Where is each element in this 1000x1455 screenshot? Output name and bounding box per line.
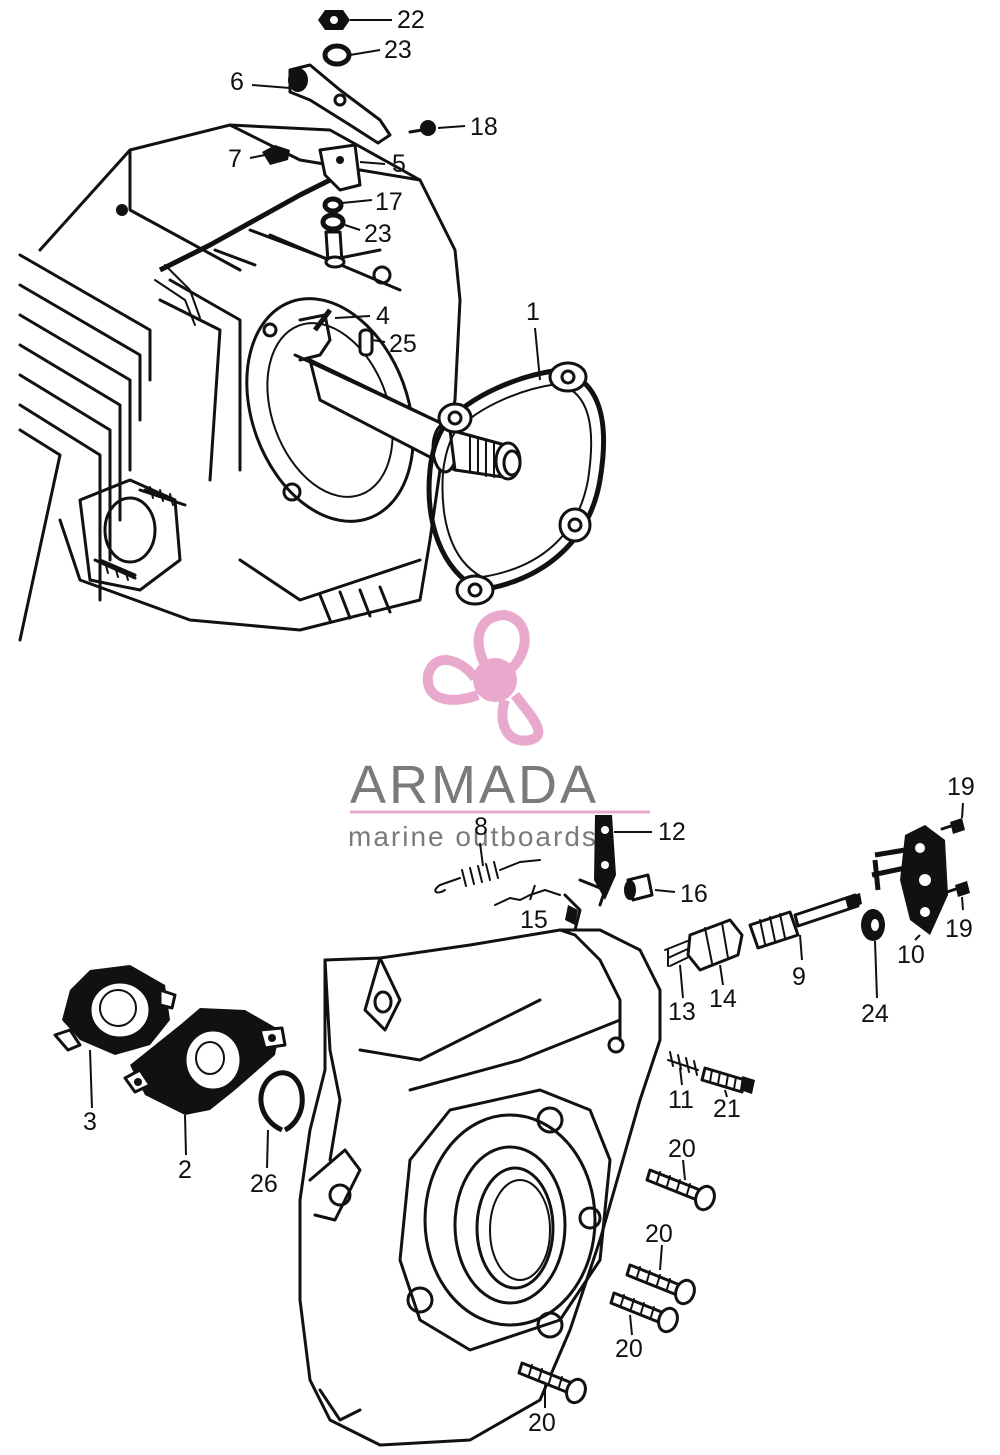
engine-block xyxy=(18,123,522,642)
callout-12: 12 xyxy=(658,818,686,846)
callout-20: 20 xyxy=(668,1135,696,1163)
gasket-part-1 xyxy=(426,361,607,606)
callout-17: 17 xyxy=(375,188,403,216)
part-26-circlip xyxy=(258,1070,305,1133)
callout-13: 13 xyxy=(668,998,696,1026)
screws-part-20 xyxy=(517,1168,716,1405)
callout-23: 23 xyxy=(364,220,392,248)
callout-7: 7 xyxy=(228,145,242,173)
callout-3: 3 xyxy=(83,1108,97,1136)
throttle-spring-group xyxy=(434,815,654,932)
callout-1: 1 xyxy=(526,298,540,326)
housing-cover xyxy=(298,928,662,1447)
callout-labels: 22 23 6 18 7 5 17 23 4 25 1 8 12 15 16 1… xyxy=(83,6,975,1437)
callout-14: 14 xyxy=(709,985,737,1013)
callout-20: 20 xyxy=(528,1409,556,1437)
leader-lines xyxy=(89,19,964,1408)
callout-16: 16 xyxy=(680,880,708,908)
callout-19: 19 xyxy=(945,915,973,943)
brand-tagline: marine outboards xyxy=(348,821,598,852)
brand-name: ARMADA xyxy=(350,755,599,815)
callout-2: 2 xyxy=(178,1156,192,1184)
callout-20: 20 xyxy=(615,1335,643,1363)
callout-21: 21 xyxy=(713,1095,741,1123)
callout-6: 6 xyxy=(230,68,244,96)
callout-24: 24 xyxy=(861,1000,889,1028)
armada-logo: ARMADA marine outboards xyxy=(348,609,650,852)
callout-19: 19 xyxy=(947,773,975,801)
callout-4: 4 xyxy=(376,302,390,330)
callout-8: 8 xyxy=(474,813,488,841)
callout-10: 10 xyxy=(897,941,925,969)
callout-5: 5 xyxy=(392,150,406,178)
part-2-bracket xyxy=(123,1008,287,1115)
callout-15: 15 xyxy=(520,906,548,934)
propeller-icon xyxy=(422,609,544,746)
callout-20: 20 xyxy=(645,1220,673,1248)
callout-25: 25 xyxy=(389,330,417,358)
callout-11: 11 xyxy=(668,1086,694,1114)
callout-18: 18 xyxy=(470,113,498,141)
idle-screw-group xyxy=(667,1051,755,1094)
callout-22: 22 xyxy=(397,6,425,34)
part-3-seal xyxy=(53,965,177,1055)
governor-linkage xyxy=(262,10,436,357)
adjuster-group xyxy=(664,818,970,972)
callout-26: 26 xyxy=(250,1170,278,1198)
callout-23: 23 xyxy=(384,36,412,64)
callout-9: 9 xyxy=(792,963,806,991)
